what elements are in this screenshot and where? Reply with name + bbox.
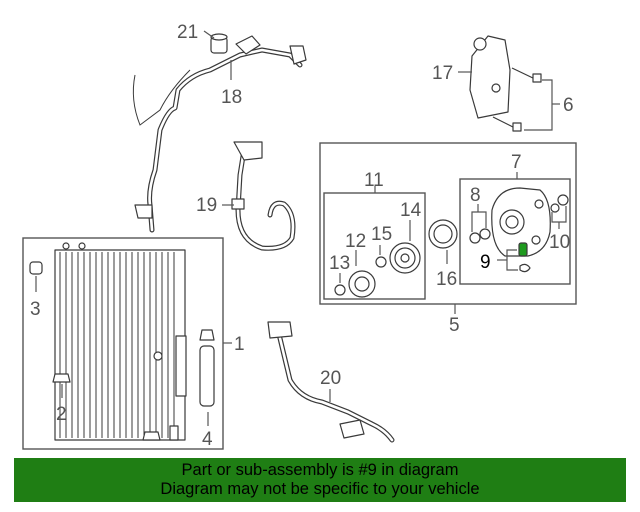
part-13-nut[interactable]	[334, 284, 346, 296]
part-2-mount[interactable]	[52, 373, 71, 383]
part-9-relief-valve[interactable]	[518, 242, 531, 273]
part-16-coil[interactable]	[428, 219, 458, 249]
box-compressor-assembly	[319, 142, 577, 305]
callout-12: 12	[345, 231, 366, 252]
callout-11: 11	[364, 170, 384, 191]
part-8-seals[interactable]	[469, 228, 491, 244]
callout-2: 2	[56, 404, 67, 425]
part-19-hose[interactable]	[231, 141, 296, 251]
part-12-hub[interactable]	[348, 270, 376, 298]
callout-9: 9	[480, 252, 491, 273]
part-4-receiver-drier[interactable]	[199, 329, 215, 407]
callout-4: 4	[202, 429, 213, 450]
callout-8: 8	[470, 185, 481, 206]
part-1-condenser[interactable]	[54, 242, 187, 441]
part-3-cap[interactable]	[29, 261, 43, 275]
callout-18: 18	[221, 87, 242, 108]
part-7-compressor[interactable]	[491, 187, 551, 257]
callout-13: 13	[329, 253, 350, 274]
part-14-pulley[interactable]	[389, 242, 421, 274]
callout-20: 20	[320, 368, 341, 389]
callout-21: 21	[177, 22, 198, 43]
callout-6: 6	[563, 95, 574, 116]
callout-3: 3	[30, 299, 41, 320]
callout-14: 14	[400, 200, 422, 221]
part-21-cap[interactable]	[210, 33, 228, 54]
callout-1: 1	[234, 334, 245, 355]
banner-line-2: Diagram may not be specific to your vehi…	[160, 480, 480, 498]
box-compressor	[459, 178, 571, 285]
parts-diagram: 21 18 19 20	[22, 22, 577, 450]
banner-line-1: Part or sub-assembly is #9 in diagram	[181, 461, 459, 479]
callout-17: 17	[432, 63, 453, 84]
callout-5: 5	[449, 315, 460, 336]
part-18-hose[interactable]	[132, 35, 307, 233]
part-15-shim[interactable]	[375, 256, 387, 268]
callout-19: 19	[196, 195, 217, 216]
callout-7: 7	[511, 152, 522, 173]
callout-15: 15	[371, 224, 392, 245]
info-banner: Part or sub-assembly is #9 in diagram Di…	[14, 458, 626, 502]
part-20-hose[interactable]	[267, 321, 395, 443]
part-condenser-cap-small	[142, 425, 179, 441]
callout-16: 16	[436, 269, 457, 290]
part-10-valve[interactable]	[550, 194, 569, 213]
part-17-bracket[interactable]	[469, 35, 511, 119]
part-6-bolts[interactable]	[492, 67, 542, 132]
callout-10: 10	[549, 232, 570, 253]
